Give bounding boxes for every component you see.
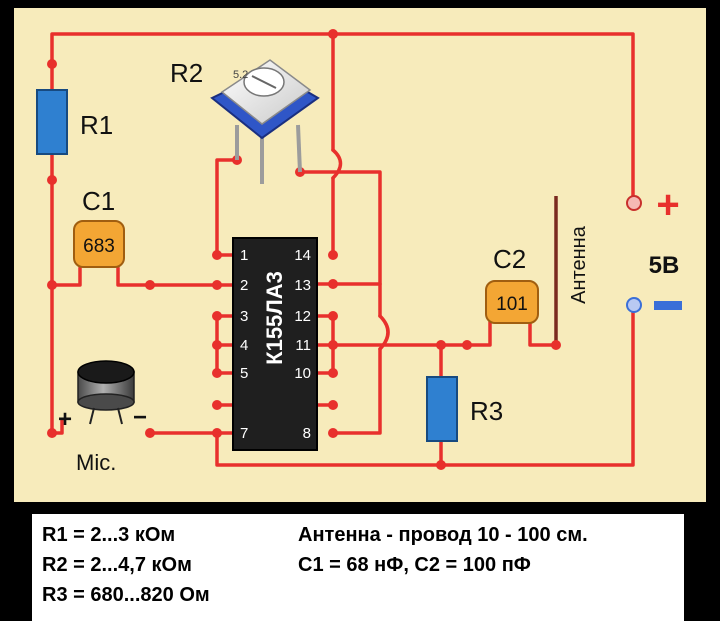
antenna-label: Антенна — [568, 225, 590, 304]
pin-label-right: 10 — [294, 365, 311, 382]
legend-antenna: Антенна - провод 10 - 100 см. — [298, 524, 588, 546]
pin-label-right: 11 — [295, 337, 311, 354]
microphone — [77, 360, 135, 425]
pin-label-left: 4 — [240, 337, 248, 354]
chip-label: К155ЛА3 — [262, 271, 287, 365]
minus-sign-bar — [654, 301, 682, 310]
pin-label-left: 2 — [240, 277, 248, 294]
pin-label-left: 7 — [240, 425, 248, 442]
junction-dots — [47, 29, 561, 470]
r2-to-pin1-wire — [215, 158, 239, 257]
pin-label-right: 12 — [294, 308, 311, 325]
pin-label-right: 8 — [303, 425, 311, 442]
pin-label-right: 13 — [294, 277, 311, 294]
plus-sign: + — [656, 183, 679, 227]
top-rail-wire — [50, 32, 635, 435]
trimmer-marking: 5.2 — [233, 69, 248, 81]
capacitor-c1 — [73, 220, 125, 268]
board-background — [14, 8, 706, 502]
trimmer-r2 — [210, 59, 320, 184]
r1-label: R1 — [80, 110, 113, 140]
minus-terminal — [626, 297, 682, 313]
c2-label: C2 — [493, 244, 526, 274]
legend-r2: R2 = 2...4,7 кОм — [42, 554, 192, 576]
legend-r3: R3 = 680...820 Ом — [42, 584, 210, 606]
crossover-hop — [331, 148, 343, 180]
supply-voltage-label: 5В — [649, 252, 680, 279]
mic-plus-sign: + — [58, 406, 72, 433]
resistor-r3 — [426, 376, 458, 442]
legend-capacitors: C1 = 68 нФ, C2 = 100 пФ — [298, 554, 531, 576]
legend-r1: R1 = 2...3 кОм — [42, 524, 176, 546]
r2-wiper-wire — [298, 170, 382, 318]
c2-left-wire — [465, 320, 492, 347]
bottom-rail-wire — [215, 303, 635, 467]
pin-label-left: 5 — [240, 365, 248, 382]
pin8-wire — [331, 347, 382, 435]
r3-label: R3 — [470, 396, 503, 426]
c1-right-wire — [116, 266, 234, 287]
pin-label-right: 14 — [294, 247, 311, 264]
c1-code: 683 — [83, 236, 115, 257]
mic-minus-sign: − — [133, 404, 147, 431]
mic-label: Mic. — [76, 450, 116, 475]
c2-code: 101 — [496, 294, 528, 315]
resistor-r1 — [36, 89, 68, 155]
c2-right-wire — [528, 320, 558, 347]
pin-label-left: 3 — [240, 308, 248, 325]
pin-label-left: 1 — [240, 247, 248, 264]
c1-left-wire — [50, 266, 82, 287]
chip-k155la3 — [232, 237, 318, 451]
capacitor-c2 — [485, 280, 539, 324]
c1-label: C1 — [82, 186, 115, 216]
component-legend: R1 = 2...3 кОм R2 = 2...4,7 кОм R3 = 680… — [32, 514, 684, 621]
plus-terminal — [626, 195, 642, 211]
r2-label: R2 — [170, 58, 203, 88]
